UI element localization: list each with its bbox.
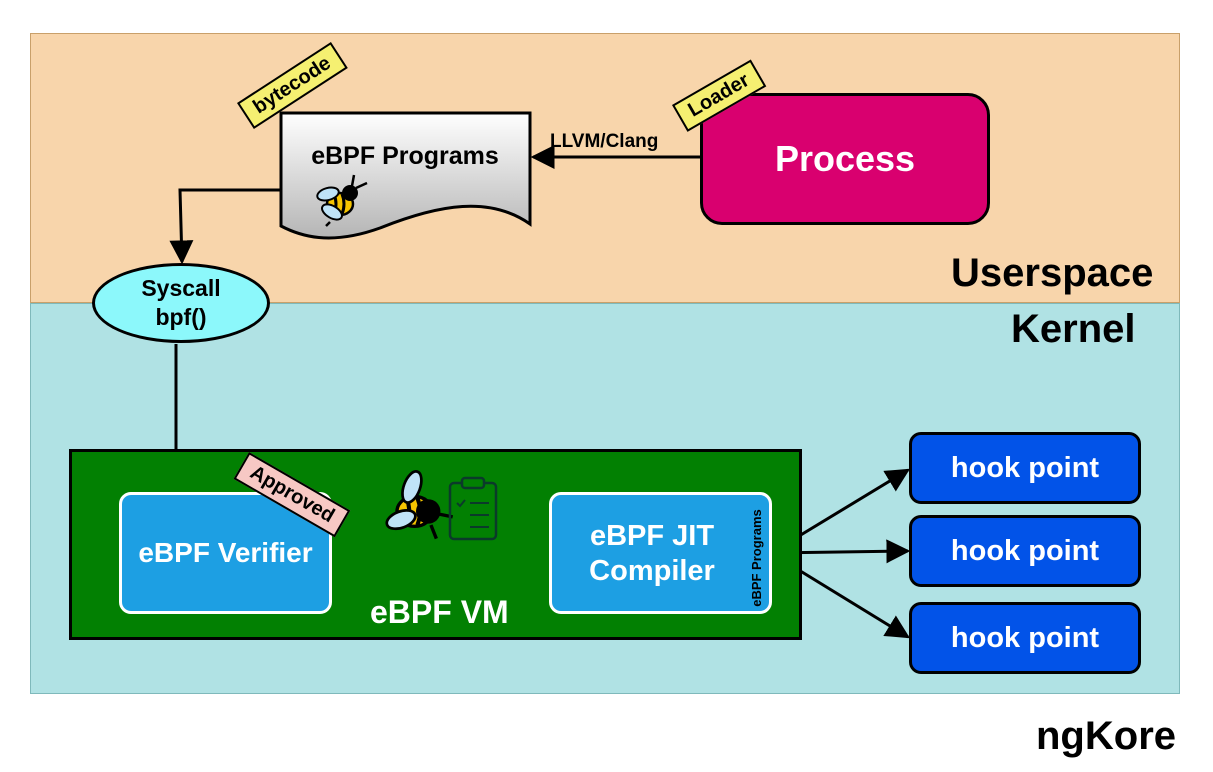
jit-line1: eBPF JIT xyxy=(589,520,715,552)
bee-icon xyxy=(385,470,453,540)
brand-logo-text: ngKore xyxy=(1036,714,1176,758)
bee-icon xyxy=(316,174,368,227)
syscall-line1: Syscall xyxy=(141,275,221,301)
compile-label: LLVM/Clang xyxy=(550,131,659,152)
load-arrow xyxy=(169,188,280,265)
hook-point-label: hook point xyxy=(950,621,1100,654)
kernel-label: Kernel xyxy=(1011,307,1136,351)
hook-point-label: hook point xyxy=(950,534,1100,567)
jit-side-label: eBPF Programs xyxy=(749,509,764,607)
userspace-label: Userspace xyxy=(951,251,1154,295)
hook-point-3: hook point xyxy=(909,602,1141,674)
hook-point-2: hook point xyxy=(909,515,1141,587)
clipboard-icon xyxy=(448,476,498,541)
jit-label: eBPF JIT Compiler xyxy=(552,519,752,589)
process-box: Process xyxy=(700,93,990,225)
syscall-line2: bpf() xyxy=(155,304,207,330)
hook-point-1: hook point xyxy=(909,432,1141,504)
verifier-label: eBPF Verifier xyxy=(138,537,313,568)
ebpf-vm-label: eBPF VM xyxy=(370,594,509,630)
syscall-node: Syscall bpf() xyxy=(92,263,270,343)
jit-line2: Compiler xyxy=(589,555,715,587)
programs-label: eBPF Programs xyxy=(311,142,499,170)
hook-point-label: hook point xyxy=(950,451,1100,484)
process-label: Process xyxy=(774,138,916,179)
jit-compiler-box: eBPF JIT Compiler eBPF Programs xyxy=(549,492,772,614)
